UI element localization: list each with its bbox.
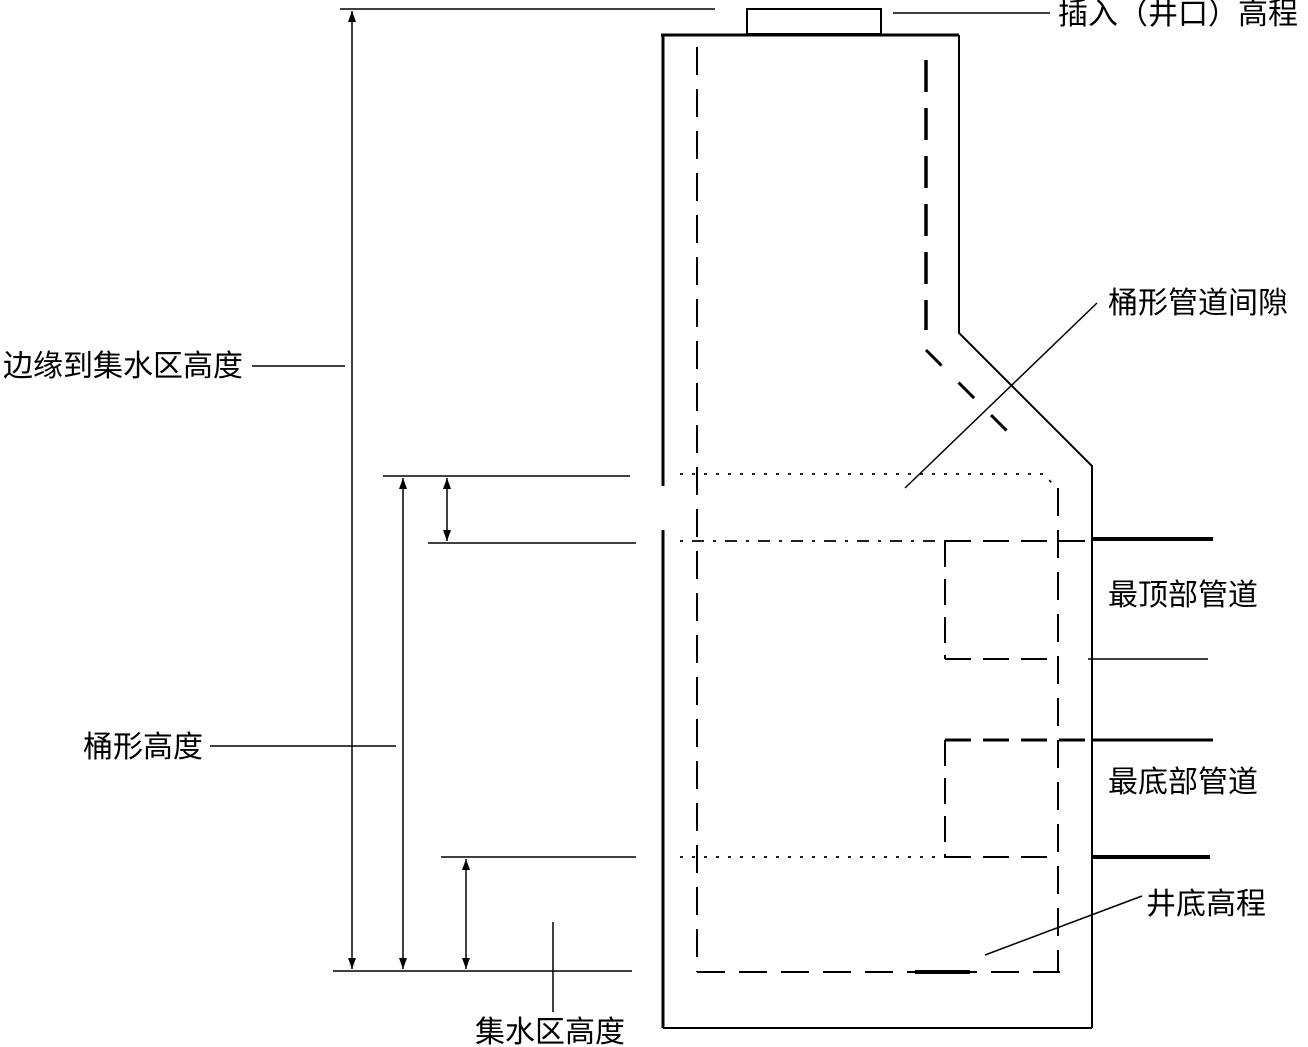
leader-barrel-pipe-clearance — [904, 302, 1098, 489]
label-barrel-pipe-clearance: 桶形管道间隙 — [1108, 286, 1288, 321]
leader-lines — [210, 12, 1143, 1012]
structure-outline — [661, 8, 1093, 1029]
leader-invert-elevation — [984, 895, 1143, 956]
top-pipe — [944, 537, 1213, 660]
label-invert-elevation: 井底高程 — [1146, 887, 1266, 922]
label-barrel-height: 桶形高度 — [83, 730, 203, 765]
frame-cover — [746, 8, 882, 35]
barrel-top-dotted — [680, 473, 1057, 489]
label-top-pipe: 最顶部管道 — [1108, 578, 1258, 613]
label-sump-height: 集水区高度 — [475, 1015, 625, 1047]
label-rim-to-sump-height: 边缘到集水区高度 — [3, 349, 243, 384]
inner-dashed-outline — [680, 47, 1060, 974]
cone-dashed — [924, 348, 1022, 446]
right-wall-cone — [958, 35, 1093, 1028]
dimension-arrows — [348, 10, 470, 969]
label-bottom-pipe: 最底部管道 — [1108, 765, 1258, 800]
label-insert-elevation: 插入（井口）高程 — [1058, 0, 1298, 32]
bottom-pipe — [944, 738, 1213, 859]
extension-lines — [333, 8, 715, 972]
